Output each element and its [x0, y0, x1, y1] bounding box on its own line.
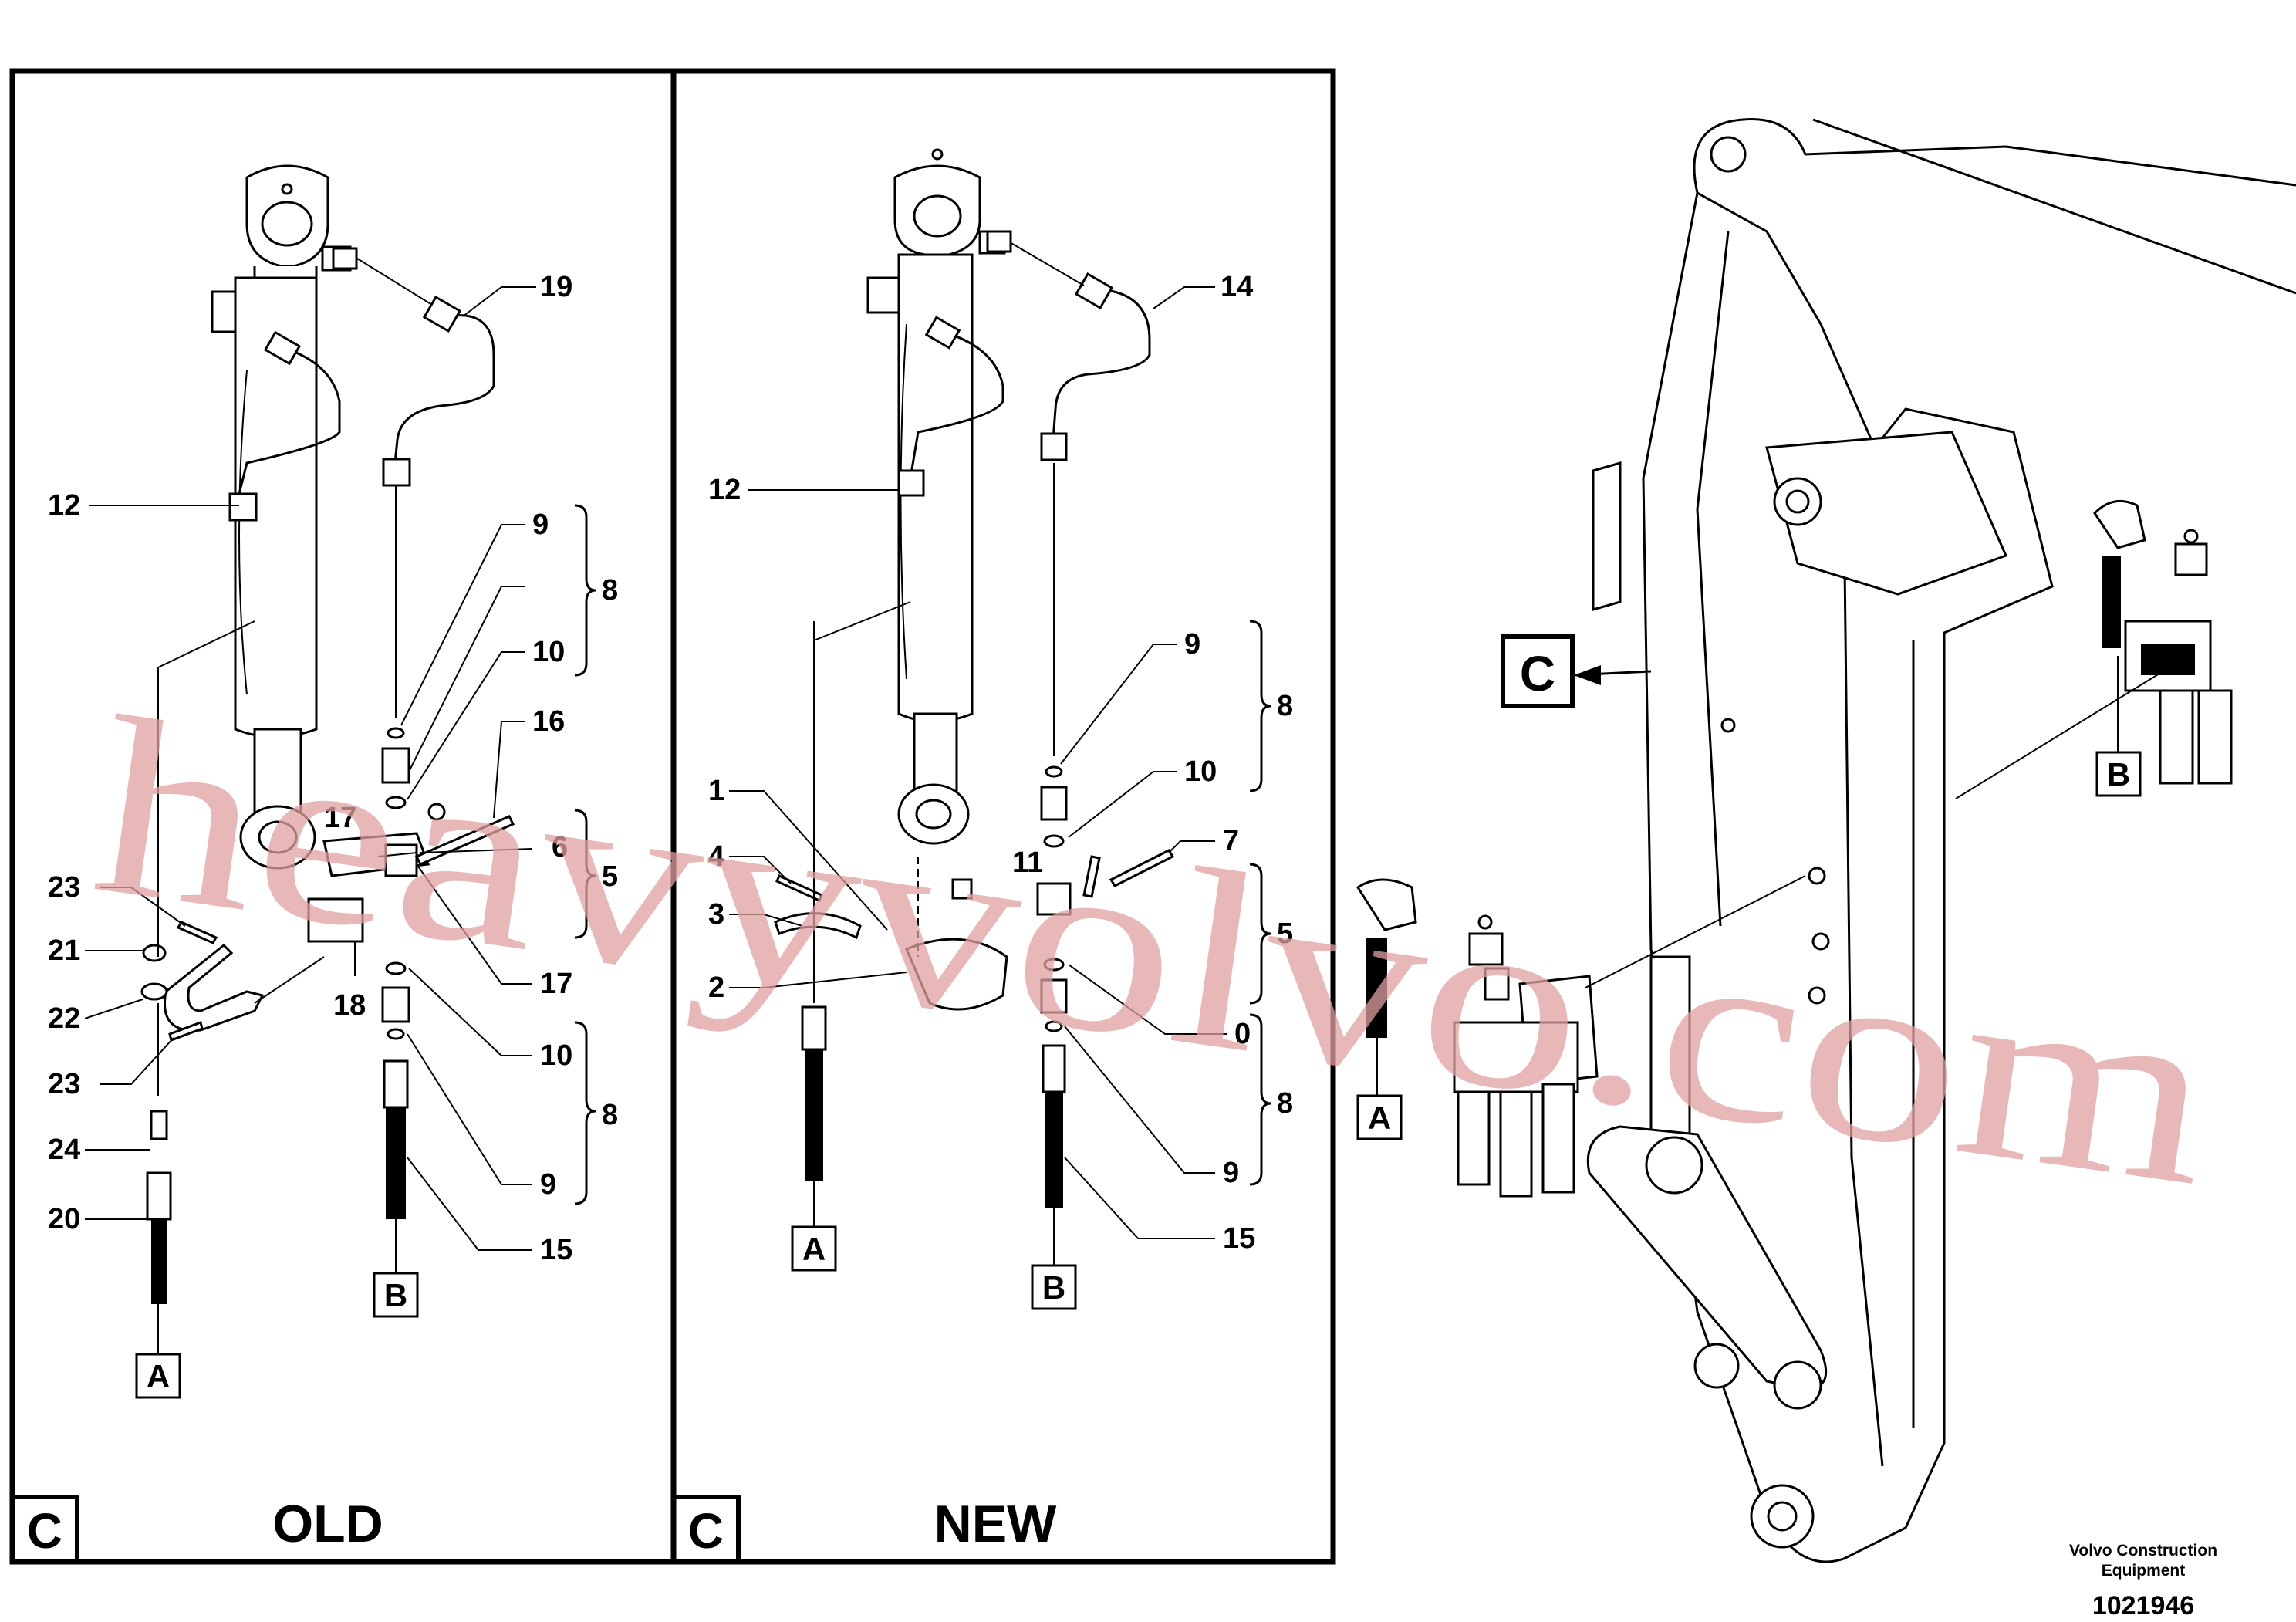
new-pipe-14 [1052, 288, 1151, 441]
coupler-block-bottom [1356, 875, 1806, 1198]
callout: 2 [708, 972, 724, 1004]
callout: 3 [708, 898, 724, 931]
callout: 8 [1277, 1087, 1293, 1120]
new-panel-frame [670, 68, 1336, 1565]
callout: 1 [708, 775, 724, 807]
old-cylinder [211, 164, 352, 870]
callout: 9 [540, 1168, 556, 1201]
callout: 23 [48, 1068, 80, 1100]
connector-b-label: B [384, 1277, 407, 1313]
boom-arm-overview [1586, 118, 2296, 1563]
old-panel-title: OLD [272, 1495, 383, 1553]
callout: 10 [1184, 755, 1217, 788]
callout: 0 [1234, 1018, 1251, 1050]
callout: 15 [540, 1234, 572, 1266]
callout: 9 [532, 509, 549, 541]
callout: 7 [1223, 825, 1239, 857]
new-callouts: 14 12 9 8 10 1 4 11 7 3 5 2 0 8 9 15 [708, 271, 1293, 1255]
callout: 15 [1223, 1222, 1255, 1255]
callout: 16 [532, 705, 565, 738]
callout: 10 [532, 636, 565, 668]
callout: 8 [602, 1099, 618, 1131]
callout: 21 [48, 934, 80, 967]
callout: 17 [540, 968, 572, 1000]
old-pipe-19 [393, 314, 495, 464]
callout: 10 [540, 1039, 572, 1072]
new-pipe-12 [909, 330, 1004, 479]
callout: 17 [324, 802, 356, 834]
callout: 22 [48, 1002, 80, 1035]
callout: 8 [1277, 690, 1293, 722]
callout: 14 [1221, 271, 1253, 303]
credit-line1: Volvo Construction [2069, 1542, 2217, 1559]
new-panel-title: NEW [934, 1495, 1057, 1553]
old-callouts: 19 12 9 8 10 16 17 6 5 23 21 22 23 17 18… [48, 271, 618, 1266]
connector-a-label: A [802, 1231, 826, 1267]
new-cylinder [866, 148, 1006, 845]
callout: 4 [708, 840, 724, 873]
callout: 5 [602, 860, 618, 893]
callout: 12 [708, 474, 741, 506]
callout: 20 [48, 1203, 80, 1235]
callout: 5 [1277, 917, 1293, 950]
old-pipe-12 [238, 346, 341, 495]
old-section-letter: C [27, 1503, 62, 1559]
coupler-block-top [1955, 499, 2233, 799]
connector-b-label: B [1042, 1269, 1065, 1306]
callout: 18 [333, 989, 366, 1022]
callout: 12 [48, 489, 80, 522]
connector-a-label: A [147, 1358, 170, 1394]
callout: 9 [1223, 1157, 1239, 1189]
callout: 9 [1184, 628, 1200, 661]
callout: 8 [602, 574, 618, 607]
drawing-number: 1021946 [2092, 1591, 2194, 1620]
view-marker-c: C [1520, 646, 1555, 701]
new-section-letter: C [688, 1503, 724, 1559]
connector-a-label: A [1368, 1100, 1391, 1136]
callout: 24 [48, 1134, 80, 1166]
callout: 11 [1012, 846, 1043, 879]
callout: 23 [48, 871, 80, 904]
connector-b-label: B [2107, 756, 2130, 792]
callout: 6 [552, 831, 568, 863]
callout: 19 [540, 271, 572, 303]
credit-line2: Equipment [2102, 1562, 2186, 1580]
